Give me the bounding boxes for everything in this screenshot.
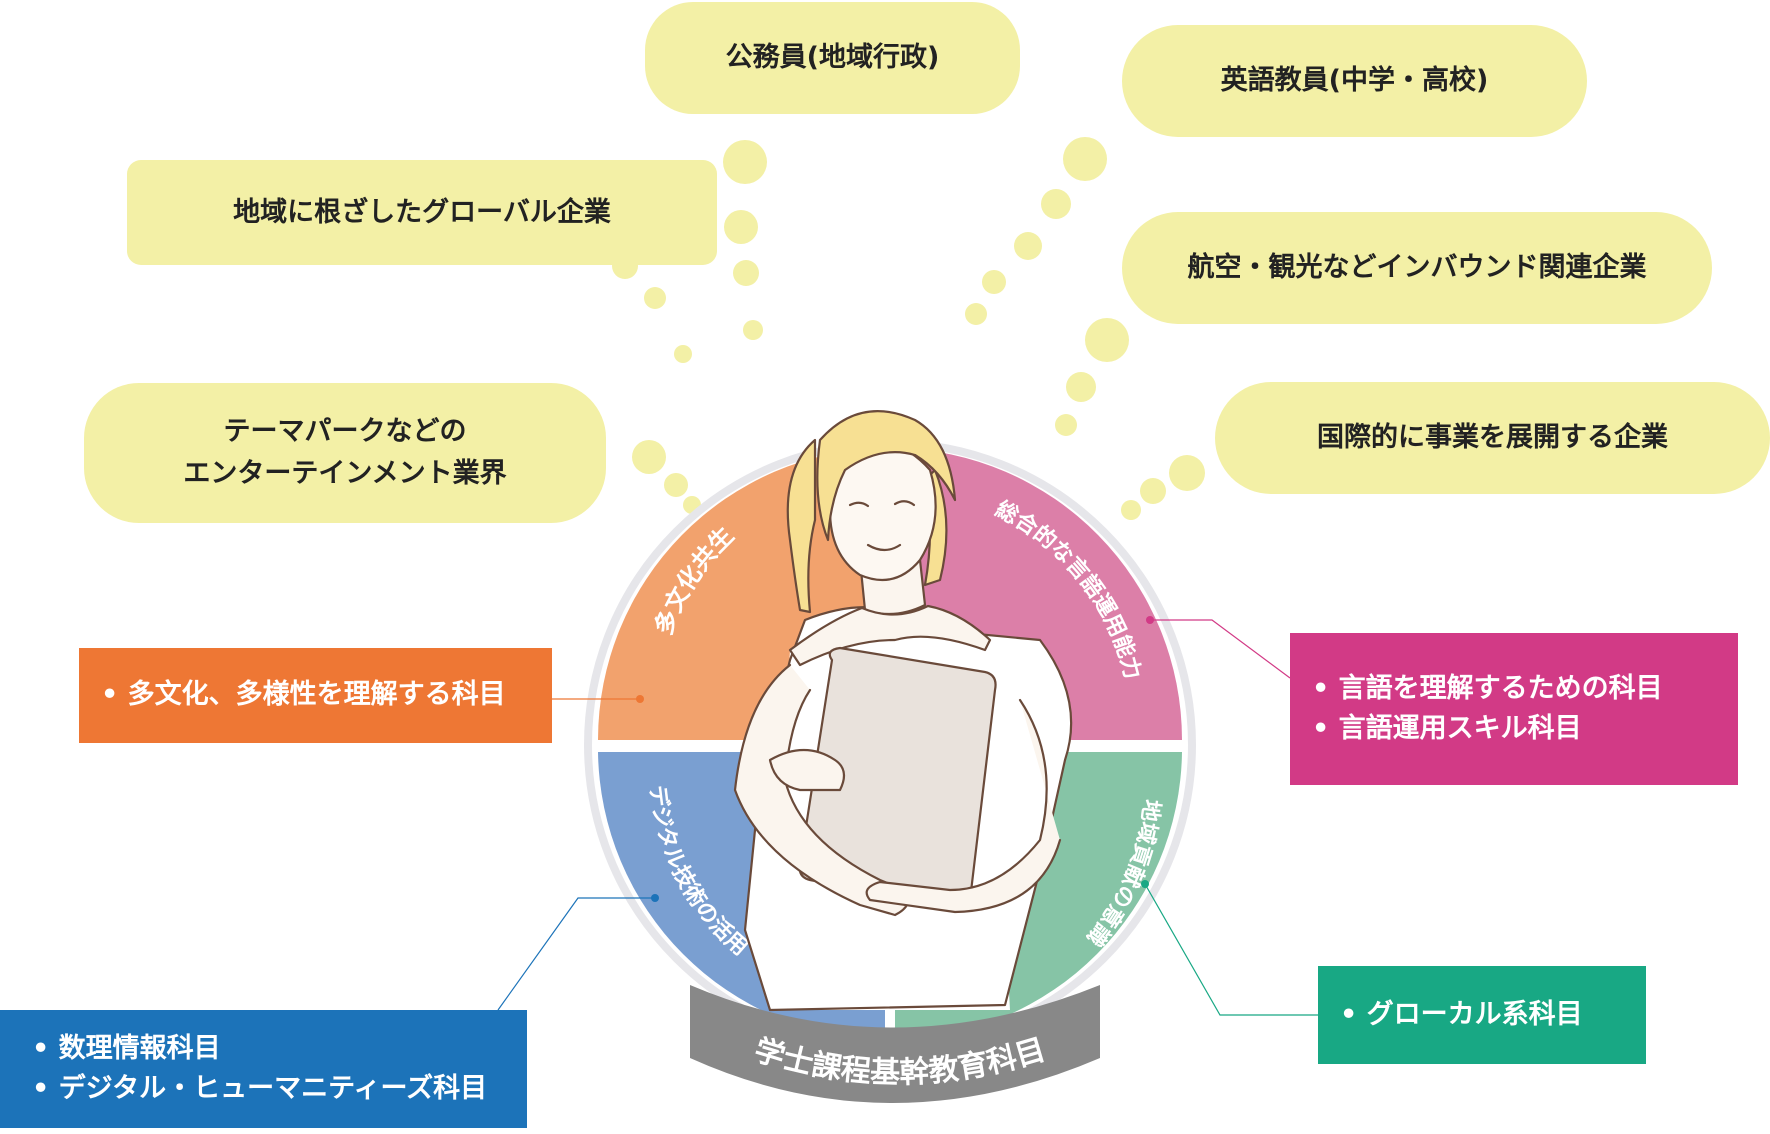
connector-dot <box>1141 880 1149 888</box>
thought-dot <box>674 345 692 363</box>
connector-blue <box>497 897 655 1011</box>
connector-pink <box>1150 619 1291 679</box>
thought-dot <box>1041 189 1071 219</box>
career-bubble-international-company: 国際的に事業を展開する企業 <box>1215 382 1770 494</box>
career-label: 英語教員(中学・高校) <box>1220 65 1489 97</box>
subject-item: • 言語運用スキル科目 <box>1312 713 1582 744</box>
subject-item: • グローカル系科目 <box>1340 998 1583 1030</box>
career-label: 国際的に事業を展開する企業 <box>1317 422 1668 454</box>
connector-dot <box>636 695 644 703</box>
thought-dot <box>982 270 1006 294</box>
career-bubble-public-servant: 公務員(地域行政) <box>645 2 1020 114</box>
thought-dot <box>664 473 688 497</box>
career-label: 航空・観光などインバウンド関連企業 <box>1187 252 1647 284</box>
subject-item: • 言語を理解するための科目 <box>1312 672 1663 704</box>
connector-dot <box>1146 616 1154 624</box>
subject-box-language: • 言語を理解するための科目 • 言語運用スキル科目 <box>1290 633 1738 785</box>
career-bubble-inbound-company: 航空・観光などインバウンド関連企業 <box>1122 212 1712 324</box>
career-bubble-english-teacher: 英語教員(中学・高校) <box>1122 25 1587 137</box>
connector-dot <box>651 894 659 902</box>
thought-dot <box>632 440 666 474</box>
thought-dot <box>733 260 759 286</box>
career-label-line: テーマパークなどの <box>223 416 467 448</box>
thought-dot <box>724 210 758 244</box>
connector-green <box>1144 883 1318 1016</box>
thought-dot <box>965 303 987 325</box>
subject-box-multicultural: • 多文化、多様性を理解する科目 <box>79 648 552 743</box>
subject-item: • 数理情報科目 <box>32 1032 221 1064</box>
subject-box-digital: • 数理情報科目 • デジタル・ヒューマニティーズ科目 <box>0 1010 527 1128</box>
thought-dot <box>1085 318 1129 362</box>
thought-dot <box>723 140 767 184</box>
thought-dot <box>1063 137 1107 181</box>
career-label: 公務員(地域行政) <box>725 42 940 74</box>
thought-dot <box>644 287 666 309</box>
thought-dot <box>1014 232 1042 260</box>
core-banner <box>690 985 1100 1103</box>
person-illustration <box>733 409 1073 1012</box>
career-bubble-global-company: 地域に根ざしたグローバル企業 <box>127 160 717 265</box>
subject-item: • デジタル・ヒューマニティーズ科目 <box>32 1073 488 1104</box>
subject-item: • 多文化、多様性を理解する科目 <box>101 679 506 711</box>
career-label: 地域に根ざしたグローバル企業 <box>233 196 611 228</box>
thought-dot <box>1140 478 1166 504</box>
thought-dot <box>1169 455 1205 491</box>
career-label-line: エンターテインメント業界 <box>183 458 507 489</box>
thought-dot <box>1066 372 1096 402</box>
subject-box-regional: • グローカル系科目 <box>1318 966 1646 1064</box>
thought-dot <box>1121 500 1141 520</box>
career-bubble-entertainment: テーマパークなどの エンターテインメント業界 <box>84 383 606 523</box>
thought-dot <box>1055 414 1077 436</box>
thought-dot <box>743 320 763 340</box>
